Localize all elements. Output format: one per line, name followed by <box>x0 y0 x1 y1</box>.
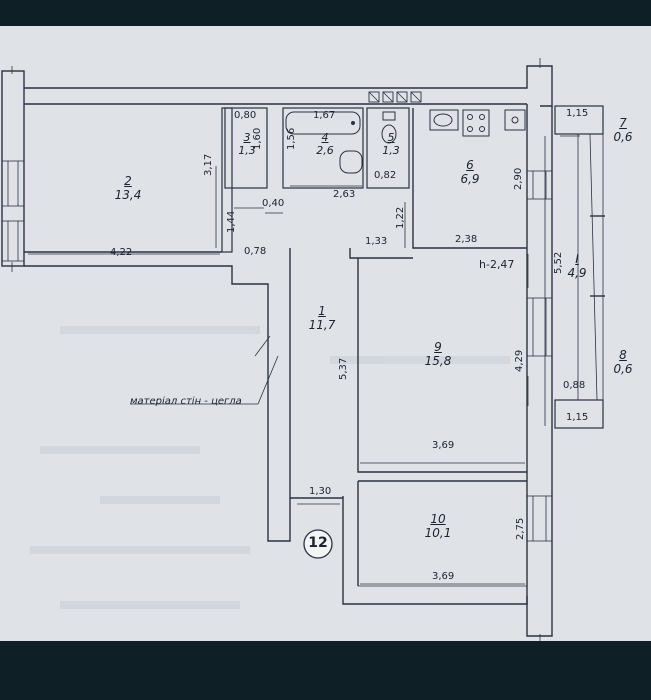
dimension-label: 1,44 <box>226 210 237 233</box>
room-area: 0,6 <box>613 362 633 376</box>
room-number: I <box>575 252 579 266</box>
room-number: 9 <box>434 340 442 354</box>
dimension-label: 2,63 <box>333 189 356 200</box>
room-8-label: 8 0,6 <box>608 348 638 376</box>
dimension-label: 4,22 <box>110 247 133 258</box>
dimension-label: 1,67 <box>313 110 336 121</box>
top-dark-bar <box>0 0 651 26</box>
room-area: 15,8 <box>424 354 452 368</box>
dimension-label: 3,69 <box>432 571 455 582</box>
room-10-label: 10 10,1 <box>418 512 458 540</box>
dimension-label: 3,69 <box>432 440 455 451</box>
floor-plan <box>1 58 605 641</box>
dimension-label: 0,40 <box>262 198 285 209</box>
dimension-label: 1,30 <box>309 486 332 497</box>
vent-blocks <box>368 91 422 103</box>
dimension-label: 1,15 <box>566 412 589 423</box>
room-number: 8 <box>619 348 627 362</box>
dimension-label: 1,60 <box>252 127 263 150</box>
room-area: 13,4 <box>114 188 142 202</box>
room-I-label: I 4,9 <box>560 252 594 280</box>
dimension-label: 5,37 <box>338 357 349 380</box>
dimension-label: 1,22 <box>395 206 406 229</box>
dimension-lines <box>28 135 580 585</box>
room-9-label: 9 15,8 <box>418 340 458 368</box>
apartment-number: 12 <box>308 535 328 551</box>
ceiling-height-label: h-2,47 <box>479 258 515 271</box>
dimension-label: 1,56 <box>286 127 297 150</box>
room-2-label: 2 13,4 <box>108 174 148 202</box>
bathtub-icon <box>285 111 361 135</box>
room-number: 3 <box>243 131 251 144</box>
dimension-label: 0,82 <box>374 170 397 181</box>
dimension-label: 0,88 <box>563 380 586 391</box>
wall-material-label: матеріал стін - цегла <box>130 396 242 407</box>
room-area: 2,6 <box>316 144 334 157</box>
dimension-label: 2,90 <box>513 167 524 190</box>
dimension-label: 3,17 <box>203 153 214 176</box>
room-1-label: 1 11,7 <box>302 304 342 332</box>
outer-walls <box>1 58 553 641</box>
dimension-label: 2,38 <box>455 234 478 245</box>
room-area: 1,3 <box>382 144 400 157</box>
room-area: 11,7 <box>308 318 336 332</box>
room-number: 7 <box>619 116 627 130</box>
dimension-label: 5,52 <box>553 251 564 274</box>
bottom-dark-bar <box>0 641 651 700</box>
dimension-label: 0,80 <box>234 110 257 121</box>
faded-background-form <box>30 326 510 609</box>
room-area: 10,1 <box>424 526 452 540</box>
room-area: 4,9 <box>567 266 587 280</box>
kitchen-counter-icon <box>504 109 526 131</box>
room-number: 1 <box>318 304 326 318</box>
dimension-label: 4,29 <box>514 349 525 372</box>
room-area: 6,9 <box>460 172 480 186</box>
room-5-label: 5 1,3 <box>376 131 406 157</box>
room-4-label: 4 2,6 <box>310 131 340 157</box>
kitchen-sink-icon <box>429 109 459 131</box>
stove-icon <box>462 109 490 137</box>
room-number: 2 <box>124 174 132 188</box>
toilet-icon <box>381 111 397 144</box>
right-windows <box>526 170 553 542</box>
room-area: 1,3 <box>238 144 256 157</box>
room-area: 0,6 <box>613 130 633 144</box>
dimension-label: 1,15 <box>566 108 589 119</box>
room-number: 5 <box>387 131 395 144</box>
room-7-label: 7 0,6 <box>608 116 638 144</box>
apartment-number-circle <box>303 529 333 559</box>
labels-layer: 2 13,4 3 1,3 4 2,6 5 1,3 6 6,9 7 0,6 8 0… <box>0 26 651 641</box>
dimension-label: 1,33 <box>365 236 388 247</box>
balcony-structures <box>554 105 605 429</box>
sink-icon <box>339 150 363 174</box>
room-3-label: 3 1,3 <box>232 131 262 157</box>
dimension-label: 2,75 <box>515 517 526 540</box>
room-number: 10 <box>430 512 446 526</box>
room-number: 4 <box>321 131 329 144</box>
room-6-label: 6 6,9 <box>455 158 485 186</box>
dimension-label: 0,78 <box>244 246 267 257</box>
room-number: 6 <box>466 158 474 172</box>
